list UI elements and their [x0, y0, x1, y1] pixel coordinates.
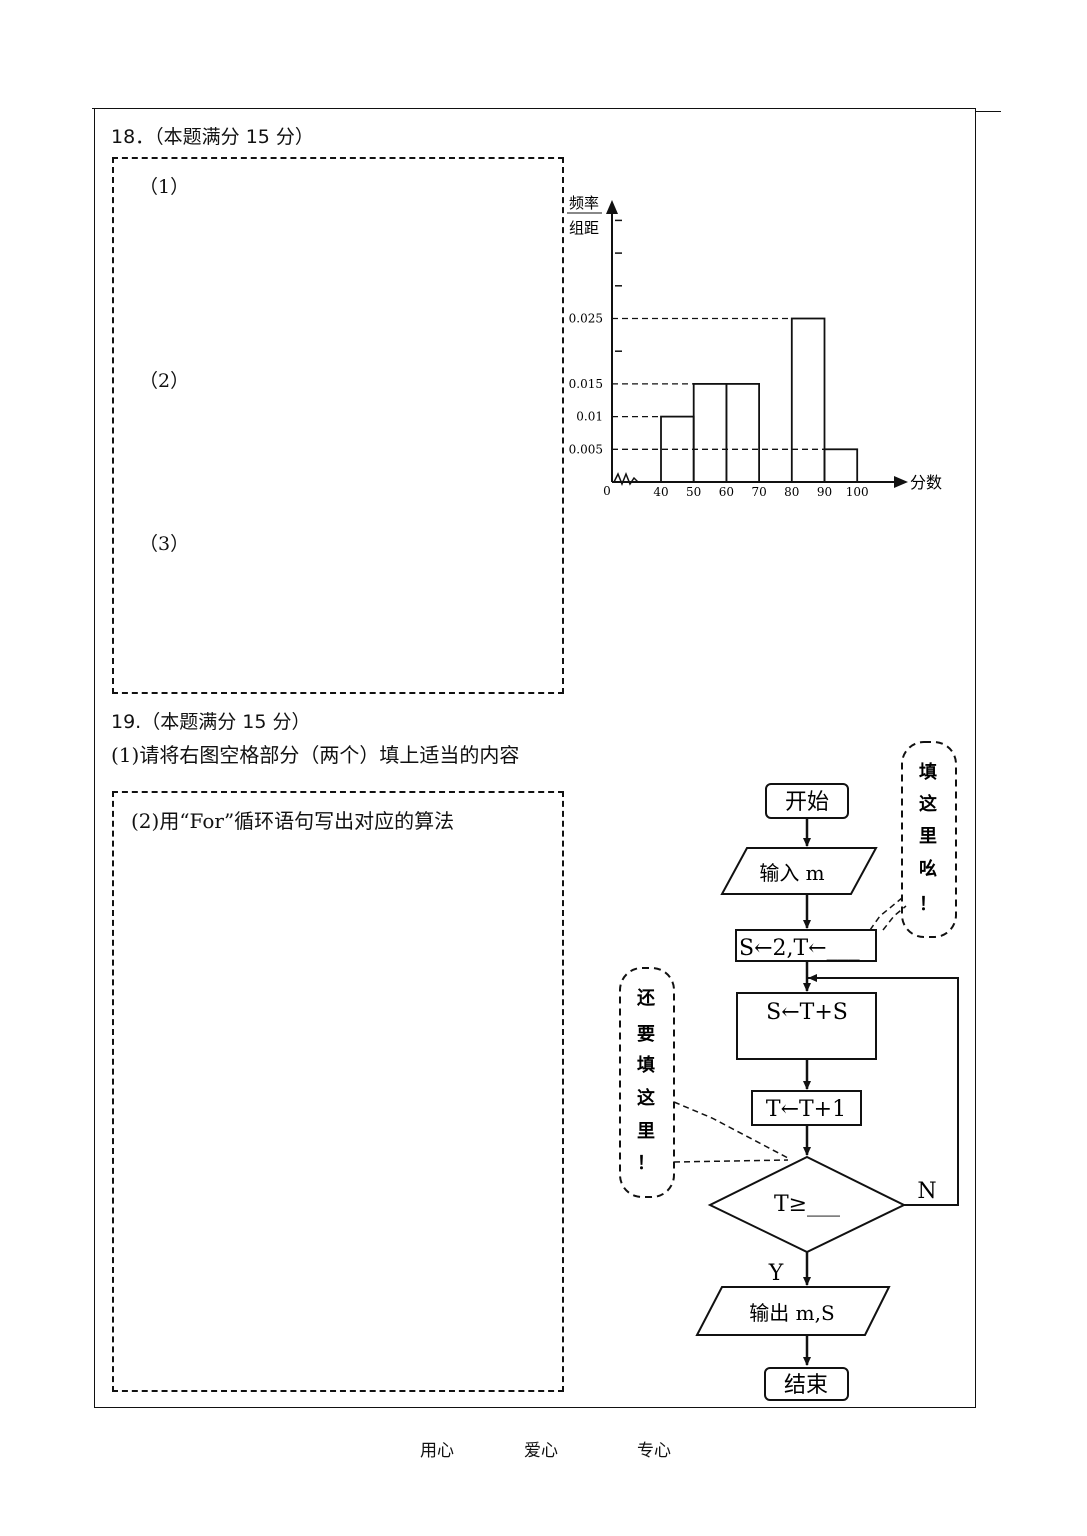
- axis-break-mark: [613, 471, 639, 487]
- hint-bubble-1-char-1: 填: [919, 761, 937, 783]
- hint-bubble-1-char-2: 这: [919, 793, 937, 815]
- hint-bubble-2-pointer-b: [673, 1159, 789, 1163]
- hint-bubble-2-char-4: 这: [637, 1087, 655, 1109]
- hint-bubble-1-pointer-b: [882, 905, 907, 931]
- x-axis-arrow: [894, 476, 908, 488]
- origin-label: 0: [603, 484, 611, 498]
- page-frame: [94, 108, 976, 1408]
- algorithm-flowchart: 开始 输入 m S←2,T←___ S←T+S T←T+1 T≥___ N Y …: [619, 741, 959, 1401]
- flow-end-text: 结束: [784, 1373, 828, 1398]
- flow-step1-text: S←T+S: [766, 1000, 848, 1025]
- q19-title: 19.（本题满分 15 分）: [111, 711, 311, 733]
- q18-title: 18．（本题满分 15 分）: [111, 126, 314, 148]
- q19-answer-box[interactable]: [112, 791, 564, 1392]
- flow-yes-label: Y: [768, 1261, 784, 1286]
- y-tick-label-1: 0.01: [576, 410, 603, 424]
- q19-part1-instruction: (1)请将右图空格部分（两个）填上适当的内容: [111, 743, 520, 767]
- hint-bubble-1-pointer-a: [869, 897, 903, 931]
- x-tick-label-1: 50: [686, 485, 701, 499]
- y-axis-label-top: 频率: [569, 194, 599, 212]
- x-axis-label: 分数: [910, 473, 942, 492]
- footer-text-2: 爱心: [524, 1441, 558, 1461]
- flow-end-terminal: [764, 1367, 849, 1401]
- flow-init-text: S←2,T←___: [739, 936, 860, 961]
- x-tick-label-0: 40: [653, 485, 668, 499]
- bar-90-100: [823, 448, 859, 483]
- frame-corner-line: [976, 111, 1001, 112]
- q18-part1-label: （1）: [139, 176, 190, 198]
- flow-step2-text: T←T+1: [766, 1097, 846, 1122]
- hint-bubble-2-char-3: 填: [637, 1054, 655, 1076]
- flow-output-text: 输出 m,S: [749, 1301, 834, 1325]
- hint-bubble-1: [901, 741, 957, 938]
- flow-loop-back-line: [807, 977, 959, 1206]
- hint-bubble-2-char-6: ！: [637, 1153, 655, 1174]
- q19-part2-instruction: (2)用“For”循环语句写出对应的算法: [131, 809, 455, 833]
- x-tick-label-4: 80: [784, 485, 799, 499]
- flow-input-box: [720, 847, 878, 895]
- hint-bubble-1-char-5: ！: [919, 894, 937, 915]
- flow-no-label: N: [917, 1179, 936, 1204]
- hint-bubble-2-char-1: 还: [636, 988, 656, 1009]
- y-tick-label-2: 0.015: [569, 377, 603, 391]
- q18-part3-label: （3）: [139, 533, 190, 555]
- hint-bubble-2: [619, 967, 675, 1198]
- hint-bubble-2-char-2: 要: [637, 1024, 655, 1045]
- y-tick-label-3: 0.025: [569, 312, 603, 326]
- hint-bubble-2-char-5: 里: [637, 1121, 655, 1142]
- y-axis-arrow: [606, 200, 618, 214]
- x-tick-label-3: 70: [751, 485, 766, 499]
- y-axis-label-bottom: 组距: [569, 219, 599, 237]
- bar-60-70: [725, 382, 761, 483]
- flow-output-box: [695, 1286, 891, 1336]
- y-tick-label-0: 0.005: [569, 442, 603, 456]
- hint-bubble-2-pointer-a: [673, 1101, 789, 1159]
- flow-input-text: 输入 m: [759, 861, 824, 885]
- frame-corner-tick: [92, 108, 96, 109]
- flow-decision-text: T≥___: [774, 1192, 840, 1217]
- q18-answer-box[interactable]: [112, 157, 564, 694]
- x-tick-label-6: 100: [846, 485, 869, 499]
- hint-bubble-1-char-3: 里: [919, 826, 937, 847]
- flow-start-text: 开始: [785, 790, 829, 815]
- footer-text-3: 专心: [637, 1441, 671, 1461]
- q18-part2-label: （2）: [139, 370, 190, 392]
- x-tick-label-2: 60: [719, 485, 734, 499]
- bar-80-90: [790, 317, 826, 483]
- x-tick-label-5: 90: [817, 485, 832, 499]
- hint-bubble-1-char-4: 吆: [919, 858, 937, 880]
- footer-text-1: 用心: [420, 1441, 454, 1461]
